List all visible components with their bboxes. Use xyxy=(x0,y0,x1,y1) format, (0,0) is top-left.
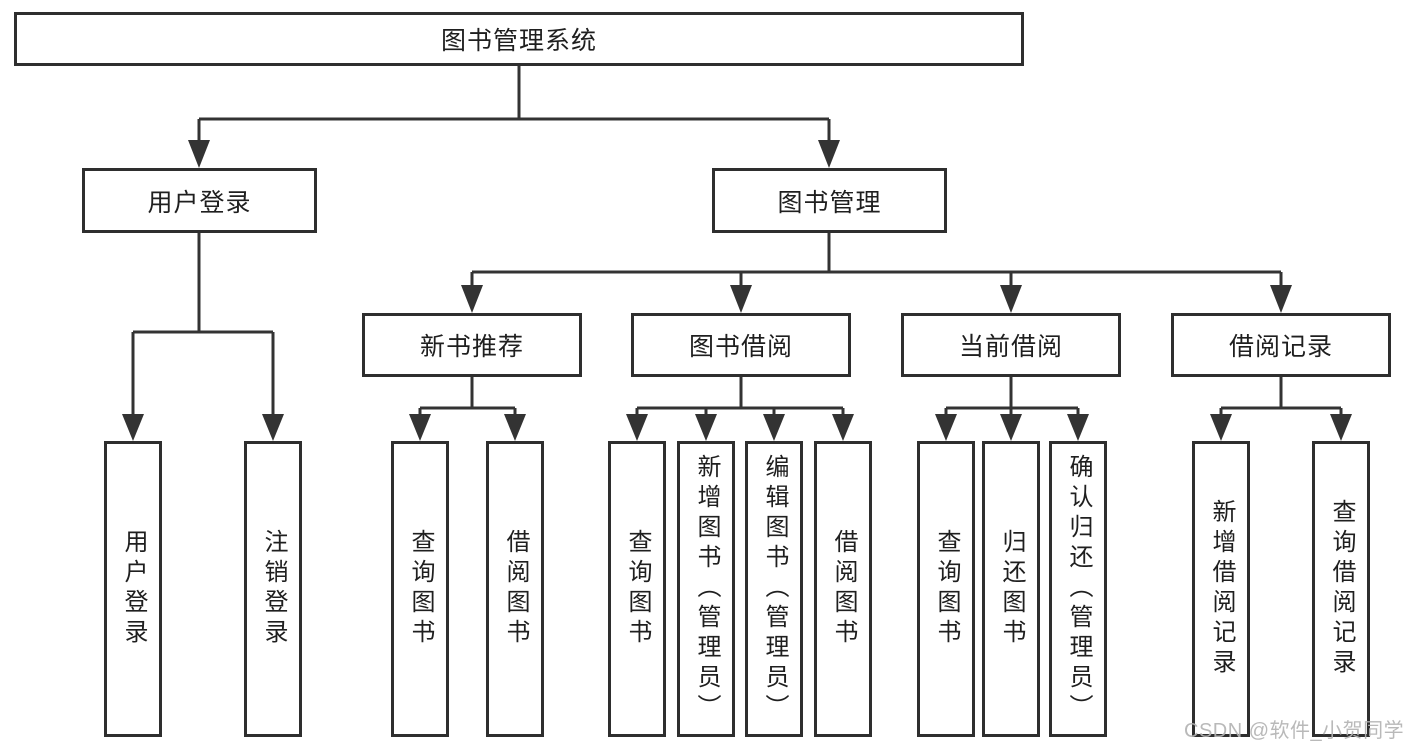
leaf-return-books: 归还图书 xyxy=(982,441,1040,737)
arrowhead xyxy=(818,140,840,168)
arrowhead xyxy=(832,414,854,441)
node-user-login-label: 用户登录 xyxy=(147,188,252,217)
node-new-book-recommend-label: 新书推荐 xyxy=(419,333,524,361)
leaf-query-books-current: 查询图书 xyxy=(917,441,975,737)
leaf-user-login-label: 用户登录 xyxy=(120,529,147,649)
arrowhead xyxy=(188,140,210,168)
node-root: 图书管理系统 xyxy=(14,12,1024,66)
leaf-query-borrow-record-label: 查询借阅记录 xyxy=(1328,499,1355,679)
node-book-management-label: 图书管理 xyxy=(777,188,882,217)
node-book-borrowing: 图书借阅 xyxy=(631,313,851,377)
leaf-logout-label: 注销登录 xyxy=(260,529,287,649)
node-current-borrowing-label: 当前借阅 xyxy=(958,333,1063,361)
arrowhead xyxy=(1000,285,1022,313)
leaf-query-books-recommend-label: 查询图书 xyxy=(407,529,434,649)
csdn-watermark: CSDN @软件_小贺同学 xyxy=(1184,720,1405,742)
leaf-borrow-books-borrowing-label: 借阅图书 xyxy=(830,529,857,649)
arrowhead xyxy=(1000,414,1022,441)
leaf-user-login: 用户登录 xyxy=(104,441,162,737)
arrowhead xyxy=(1330,414,1352,441)
leaf-borrow-books-borrowing: 借阅图书 xyxy=(814,441,872,737)
arrowhead xyxy=(695,414,717,441)
leaf-edit-book-admin: 编辑图书（管理员） xyxy=(745,441,803,737)
arrowhead xyxy=(461,285,483,313)
leaf-edit-book-admin-label: 编辑图书（管理员） xyxy=(761,454,788,724)
arrowhead xyxy=(1210,414,1232,441)
node-current-borrowing: 当前借阅 xyxy=(901,313,1121,377)
leaf-query-books-recommend: 查询图书 xyxy=(391,441,449,737)
leaf-return-books-label: 归还图书 xyxy=(998,529,1025,649)
arrowheads xyxy=(122,140,1352,441)
leaf-confirm-return-admin: 确认归还（管理员） xyxy=(1049,441,1107,737)
leaf-logout: 注销登录 xyxy=(244,441,302,737)
leaf-query-books-borrowing: 查询图书 xyxy=(608,441,666,737)
leaf-query-books-borrowing-label: 查询图书 xyxy=(624,529,651,649)
node-book-borrowing-label: 图书借阅 xyxy=(688,333,793,361)
leaf-query-books-current-label: 查询图书 xyxy=(933,529,960,649)
arrowhead xyxy=(262,414,284,441)
arrowhead xyxy=(409,414,431,441)
arrowhead xyxy=(122,414,144,441)
node-user-login: 用户登录 xyxy=(82,168,317,233)
arrowhead xyxy=(504,414,526,441)
arrowhead xyxy=(1067,414,1089,441)
node-borrowing-records: 借阅记录 xyxy=(1171,313,1391,377)
arrowhead xyxy=(626,414,648,441)
leaf-borrow-books-recommend: 借阅图书 xyxy=(486,441,544,737)
leaf-add-book-admin: 新增图书（管理员） xyxy=(677,441,735,737)
arrowhead xyxy=(1270,285,1292,313)
node-new-book-recommend: 新书推荐 xyxy=(362,313,582,377)
arrowhead xyxy=(730,285,752,313)
node-borrowing-records-label: 借阅记录 xyxy=(1228,333,1333,361)
leaf-add-borrow-record-label: 新增借阅记录 xyxy=(1208,499,1235,679)
arrowhead xyxy=(763,414,785,441)
leaf-add-borrow-record: 新增借阅记录 xyxy=(1192,441,1250,737)
arrowhead xyxy=(935,414,957,441)
node-book-management: 图书管理 xyxy=(712,168,947,233)
leaf-query-borrow-record: 查询借阅记录 xyxy=(1312,441,1370,737)
leaf-add-book-admin-label: 新增图书（管理员） xyxy=(693,454,720,724)
node-root-label: 图书管理系统 xyxy=(440,27,597,55)
leaf-borrow-books-recommend-label: 借阅图书 xyxy=(502,529,529,649)
leaf-confirm-return-admin-label: 确认归还（管理员） xyxy=(1065,454,1092,724)
